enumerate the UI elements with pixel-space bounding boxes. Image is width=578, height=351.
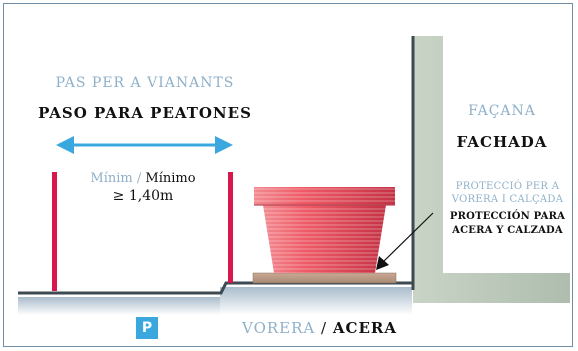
- minimum-label-catalan: Mínim: [90, 171, 133, 186]
- minimum-width-value: ≥ 1,40m: [112, 188, 174, 204]
- sidewalk-title-catalan: PAS PER A VIANANTS: [55, 75, 235, 91]
- minimum-separator: /: [136, 171, 142, 186]
- sidewalk-label-spanish: ACERA: [332, 319, 397, 337]
- ground-shadow: [18, 287, 412, 315]
- protection-pointer-arrow: [376, 212, 434, 270]
- minimum-label-spanish: Mínimo: [145, 171, 196, 186]
- sidewalk-label-separator: /: [321, 319, 328, 337]
- facade-label-catalan: FAÇANA: [468, 103, 536, 119]
- protection-label-spanish: PROTECCIÓN PARA ACERA Y CALZADA: [449, 211, 566, 236]
- sidewalk-title-spanish: PASO PARA PEATONES: [38, 104, 252, 122]
- planter: [252, 187, 397, 284]
- sidewalk-label-catalan: VORERA: [242, 319, 316, 337]
- bollard-right: [228, 172, 233, 283]
- sidewalk-label: VORERA / ACERA: [242, 319, 397, 337]
- parking-badge-icon: P: [136, 317, 158, 339]
- diagram-frame: [3, 3, 573, 347]
- bollard-left: [52, 172, 57, 291]
- width-arrow: [56, 136, 233, 154]
- facade-label-spanish: FACHADA: [456, 133, 548, 151]
- facade-wall: [413, 36, 570, 303]
- minimum-label: Mínim / Mínimo: [58, 171, 228, 186]
- protection-label-catalan: PROTECCIÓ PER A VORERA I CALÇADA: [451, 181, 564, 205]
